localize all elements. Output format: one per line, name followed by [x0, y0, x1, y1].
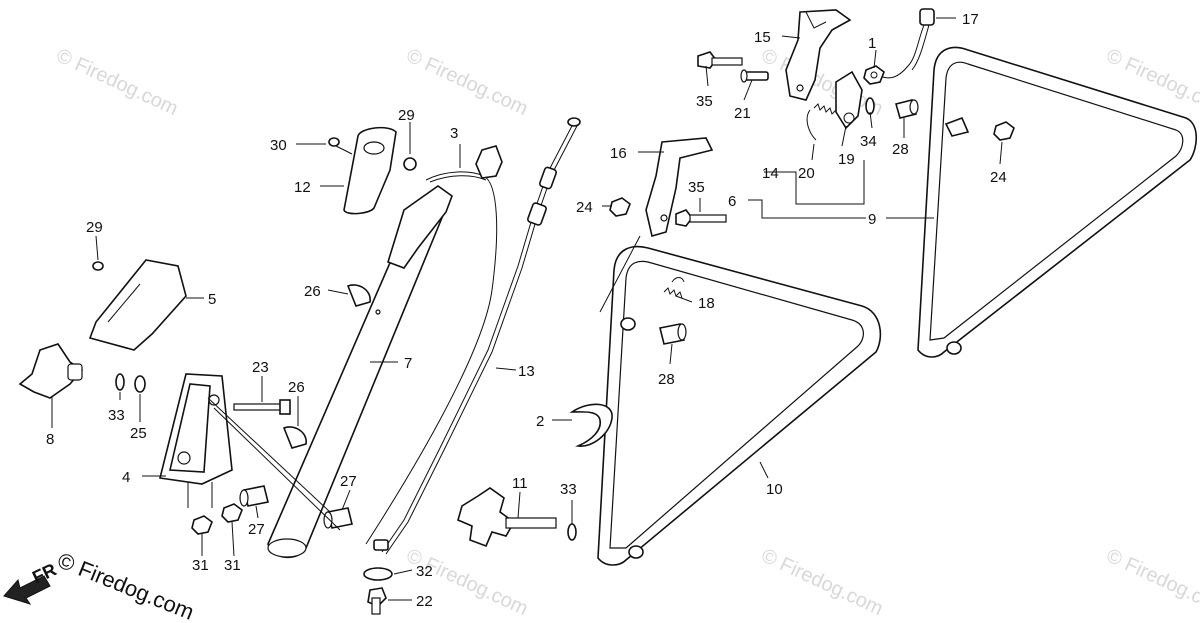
callout-30: 30 — [270, 137, 287, 154]
callout-6: 6 — [728, 193, 736, 210]
part-9-frame — [917, 46, 1198, 358]
part-11-knob — [457, 487, 557, 548]
callout-25: 25 — [130, 425, 147, 442]
callout-12: 12 — [294, 179, 311, 196]
callout-35: 35 — [696, 93, 713, 110]
part-23-bolt — [233, 399, 291, 415]
part-24-nut-mid — [609, 197, 631, 217]
part-29-screw-top — [403, 157, 417, 171]
callout-34: 34 — [860, 133, 877, 150]
part-25-washer — [134, 375, 146, 393]
leader-lines — [51, 17, 1003, 601]
callout-18: 18 — [698, 295, 715, 312]
callout-labels: 1 2 3 4 5 6 7 8 9 10 11 12 13 14 15 16 1… — [46, 11, 1007, 610]
part-19-lever — [835, 70, 863, 130]
callout-29: 29 — [86, 219, 103, 236]
part-28-collar-mid — [659, 323, 687, 345]
callout-31: 31 — [192, 557, 209, 574]
callout-27: 27 — [340, 473, 357, 490]
callout-33: 33 — [560, 481, 577, 498]
callout-5: 5 — [208, 291, 216, 308]
part-31-nut-right — [221, 503, 243, 523]
part-35-bolt-top — [697, 51, 743, 69]
callout-14: 14 — [762, 165, 779, 182]
front-arrow-icon — [3, 575, 51, 605]
callout-29: 29 — [398, 107, 415, 124]
callout-11: 11 — [512, 475, 528, 492]
part-4-bracket — [159, 373, 233, 508]
callout-19: 19 — [838, 151, 855, 168]
callout-3: 3 — [450, 125, 458, 142]
callout-16: 16 — [610, 145, 627, 162]
part-27-collar-right — [323, 507, 353, 529]
part-24-nut-right — [993, 121, 1015, 141]
part-21-pin — [740, 69, 769, 83]
callout-35: 35 — [688, 179, 705, 196]
callout-20: 20 — [798, 165, 815, 182]
part-20-spring — [806, 103, 837, 141]
part-30-screw — [328, 137, 353, 155]
callout-13: 13 — [518, 363, 535, 380]
part-22-bolt — [367, 587, 387, 615]
callout-24: 24 — [576, 199, 593, 216]
callout-32: 32 — [416, 563, 433, 580]
part-16-bracket — [645, 137, 714, 238]
callout-1: 1 — [868, 35, 876, 52]
callout-31: 31 — [224, 557, 241, 574]
watermark: © Firedog.com — [403, 45, 531, 120]
part-5-holder — [88, 259, 187, 351]
front-indicator: FR © Firedog.com — [3, 547, 198, 623]
part-3-wire — [365, 145, 503, 545]
callout-22: 22 — [416, 593, 433, 610]
callout-27: 27 — [248, 521, 265, 538]
part-32-washer — [363, 567, 393, 581]
part-12-cover — [343, 126, 397, 215]
callout-33: 33 — [108, 407, 125, 424]
callout-28: 28 — [892, 141, 909, 158]
part-13-cable — [373, 117, 581, 555]
callout-7: 7 — [404, 355, 412, 372]
part-17-switch — [879, 8, 935, 79]
part-26-clip-top — [346, 284, 371, 307]
callout-10: 10 — [766, 481, 783, 498]
callout-8: 8 — [46, 431, 54, 448]
part-2-clamp — [569, 403, 613, 447]
part-33-washer-left — [115, 373, 125, 391]
callout-4: 4 — [122, 469, 130, 486]
callout-24: 24 — [990, 169, 1007, 186]
callout-15: 15 — [754, 29, 771, 46]
callout-2: 2 — [536, 413, 544, 430]
part-27-collar-left — [239, 485, 269, 507]
brand-watermark: © Firedog.com — [54, 547, 197, 623]
part-31-nut-left — [191, 515, 213, 535]
callout-26: 26 — [288, 379, 305, 396]
callout-23: 23 — [252, 359, 269, 376]
part-35-bolt-mid — [675, 209, 727, 227]
callout-21: 21 — [734, 105, 751, 122]
part-15-bracket — [785, 9, 852, 101]
part-10-frame — [597, 245, 882, 566]
part-8-knob — [18, 343, 84, 399]
callout-9: 9 — [868, 211, 876, 228]
part-26-clip-lower — [282, 426, 307, 449]
part-1-nut — [863, 65, 885, 85]
part-7-tube — [267, 185, 453, 559]
watermark: © Firedog.com — [53, 45, 181, 120]
callout-28: 28 — [658, 371, 675, 388]
watermark: © Firedog.com — [758, 545, 886, 620]
part-34-washer — [865, 97, 875, 115]
callout-26: 26 — [304, 283, 321, 300]
part-18-spring — [663, 277, 685, 299]
watermark: © Firedog.com — [1103, 545, 1200, 620]
part-33-washer-right — [567, 523, 577, 541]
part-29-screw-left — [92, 261, 104, 271]
callout-17: 17 — [962, 11, 979, 28]
part-28-collar-top — [895, 99, 919, 119]
